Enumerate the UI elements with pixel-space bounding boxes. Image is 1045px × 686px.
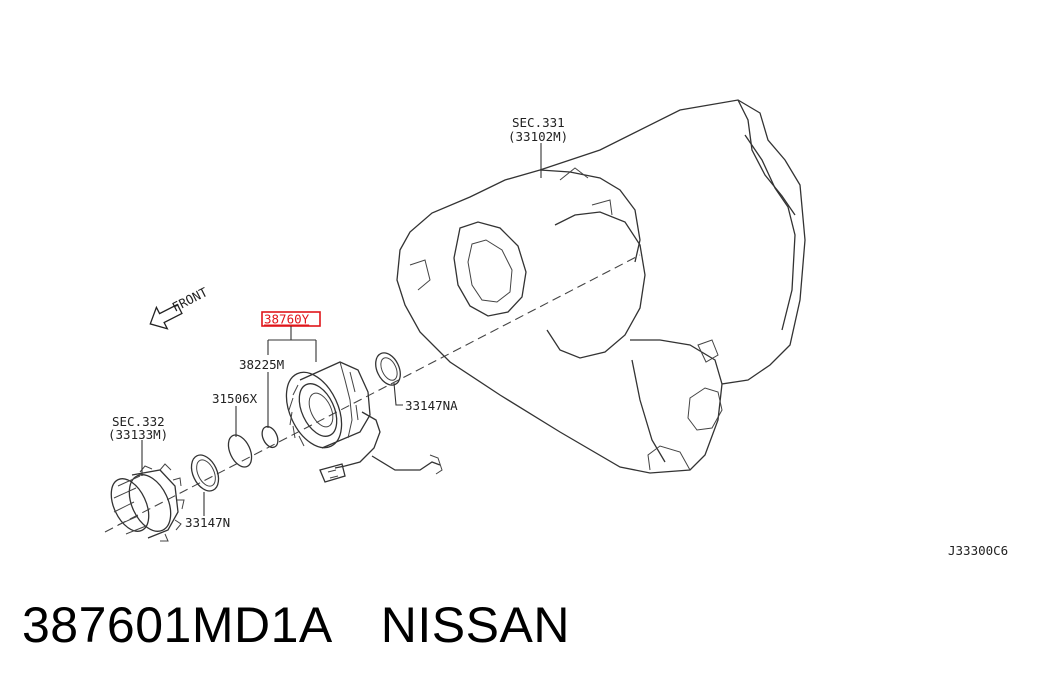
part-number-caption: 387601MD1A NISSAN bbox=[22, 596, 570, 654]
part-38225m-label: 38225M bbox=[239, 357, 284, 372]
seal-33147na bbox=[375, 352, 401, 386]
sec332-label: SEC.332 bbox=[112, 414, 165, 429]
part-33147na-label: 33147NA bbox=[405, 398, 458, 413]
front-label: FRONT bbox=[170, 284, 211, 315]
gear-33133m bbox=[110, 463, 185, 542]
actuator-assembly bbox=[285, 361, 443, 483]
front-arrow-icon bbox=[149, 303, 183, 330]
part-number: 387601MD1A bbox=[22, 597, 333, 653]
part-33147n-label: 33147N bbox=[185, 515, 230, 530]
part-38760y-bracket bbox=[267, 326, 317, 362]
ring-31506x bbox=[227, 434, 253, 468]
sec331-ref-label: (33102M) bbox=[508, 129, 568, 144]
center-axis bbox=[104, 254, 641, 533]
part-38760y-label: 38760Y bbox=[264, 312, 310, 327]
transfer-case-housing bbox=[396, 99, 806, 474]
sec332-ref-label: (33133M) bbox=[108, 427, 168, 442]
brand-name: NISSAN bbox=[380, 597, 570, 653]
seal-33147n bbox=[190, 454, 220, 492]
diagram-code-label: J33300C6 bbox=[948, 543, 1008, 558]
part-33147na-leader bbox=[393, 382, 403, 406]
sec331-label: SEC.331 bbox=[512, 115, 565, 130]
part-31506x-label: 31506X bbox=[212, 391, 258, 406]
snap-ring-38225m bbox=[261, 425, 279, 449]
